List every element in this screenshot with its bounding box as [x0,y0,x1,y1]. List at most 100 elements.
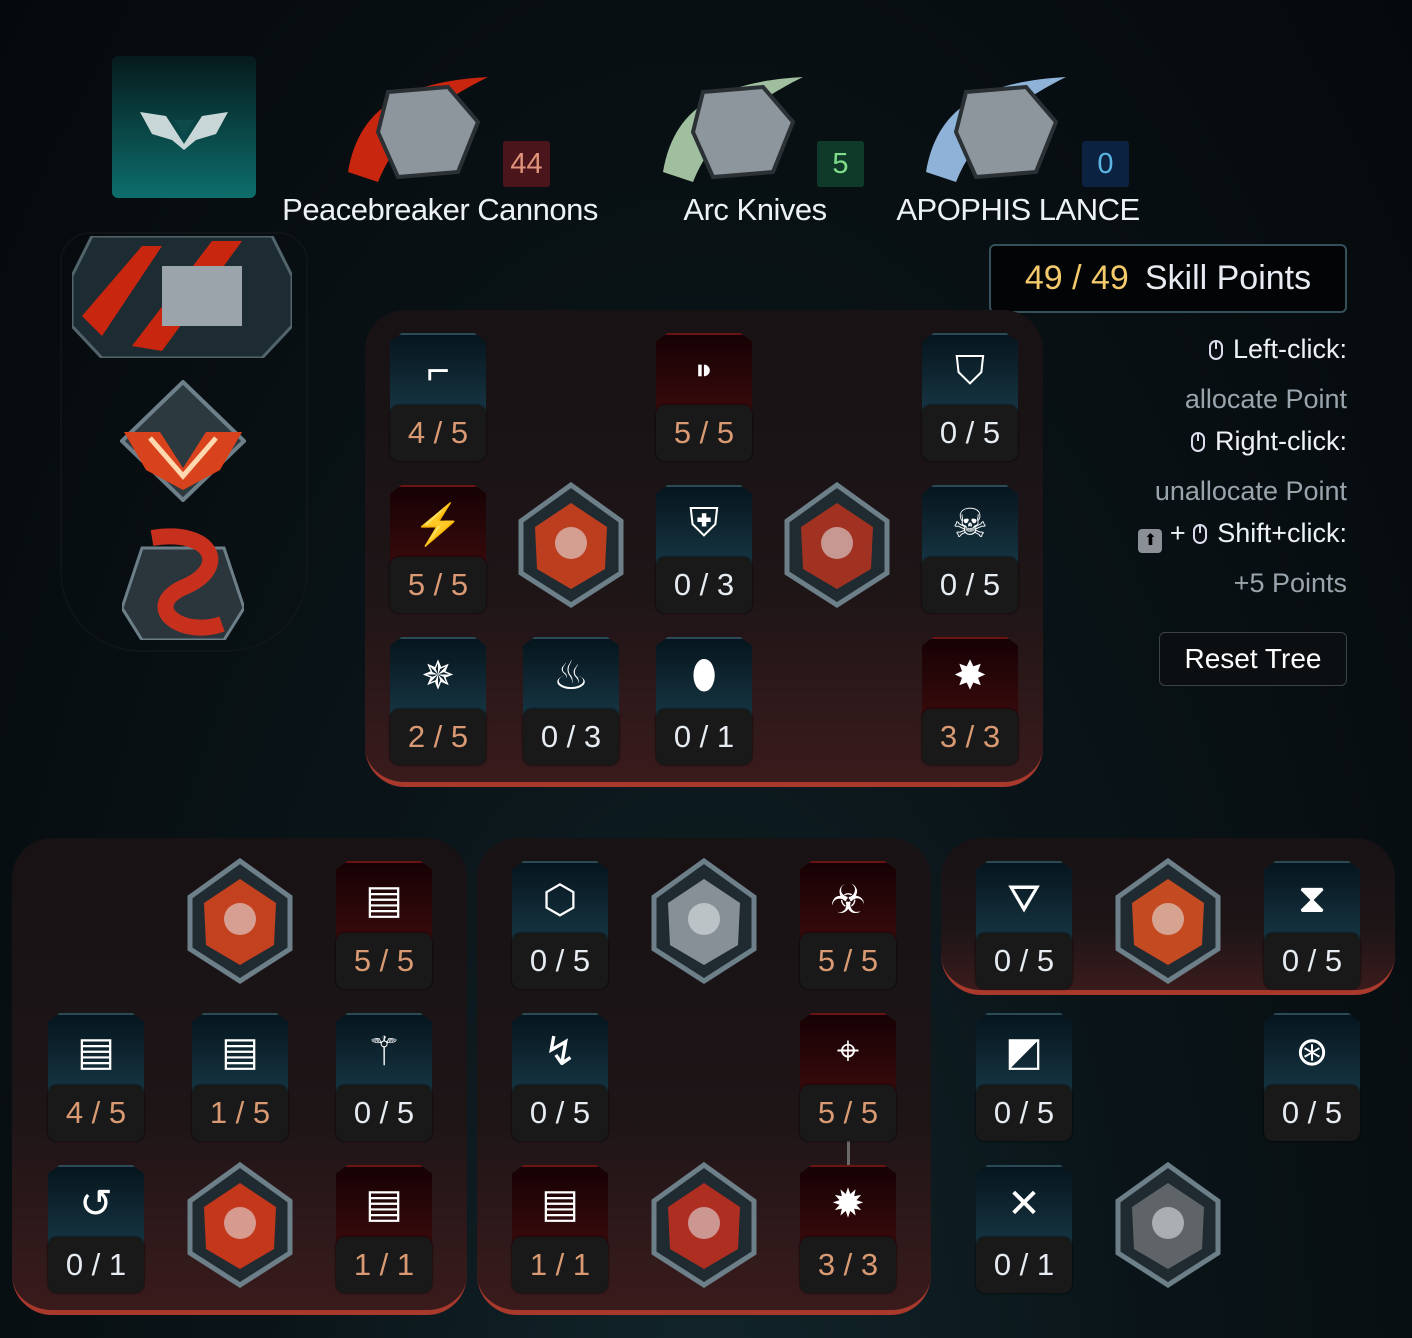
shield-icon: ⛨ [656,485,752,571]
skill-node[interactable]: ☠0 / 5 [922,485,1018,613]
skill-node[interactable]: ♨0 / 3 [523,637,619,765]
skill-rank: 1 / 1 [336,1237,432,1293]
skill-node[interactable]: ▤1 / 1 [336,1165,432,1293]
skill-rank: 1 / 1 [512,1237,608,1293]
hint-key: Right-click: [1214,426,1347,456]
skill-rank: 0 / 5 [512,933,608,989]
fox-mask-icon: ✕ [976,1165,1072,1251]
skill-node[interactable]: ◩0 / 5 [976,1013,1072,1141]
shells-up-icon: ▤ [336,861,432,947]
skill-node[interactable]: ⌐4 / 5 [390,333,486,461]
weapon-tab-2[interactable] [908,72,1128,192]
skill-node[interactable]: ✹3 / 3 [800,1165,896,1293]
weapon-tab-0[interactable] [330,72,550,192]
hint-left-desc: allocate Point [1184,384,1347,414]
skill-node[interactable]: ▤1 / 5 [192,1013,288,1141]
skill-node[interactable]: ↯0 / 5 [512,1013,608,1141]
selected-serpent-icon [122,528,244,640]
skill-node[interactable]: ↺0 / 1 [48,1165,144,1293]
skill-rank: 5 / 5 [656,405,752,461]
skill-node[interactable]: ⛨0 / 3 [656,485,752,613]
skill-node[interactable]: ⧗0 / 5 [1264,861,1360,989]
skill-rank: 0 / 1 [48,1237,144,1293]
ability-node[interactable] [1106,857,1230,985]
core-icon [1115,857,1221,984]
skill-node[interactable]: ⬡0 / 5 [512,861,608,989]
skill-node[interactable]: ✵2 / 5 [390,637,486,765]
hint-shift-click: ⬆ + Shift+click: [1138,518,1347,553]
mech-blades-icon [663,77,803,182]
weapon-tab-1[interactable] [645,72,865,192]
dodge-icon: ⚚ [336,1013,432,1099]
shells-gear-icon: ▤ [512,1165,608,1251]
canister-icon: ⬡ [512,861,608,947]
weapon-name[interactable]: Arc Knives [683,192,827,227]
skill-rank: 5 / 5 [336,933,432,989]
skill-rank: 0 / 5 [1264,933,1360,989]
reset-tree-button[interactable]: Reset Tree [1159,632,1347,686]
fire-swirl-icon: ↺ [48,1165,144,1251]
skill-rank: 5 / 5 [800,1085,896,1141]
hint-key: Shift+click: [1217,518,1347,548]
wing-split-icon: ◩ [976,1013,1072,1099]
hint-left-click: Left-click: [1208,334,1347,365]
mech-cannon-icon [348,77,488,182]
skill-node[interactable]: ⬮0 / 1 [656,637,752,765]
skill-points-value: 49 / 49 [1024,259,1129,297]
skill-points-counter: 49 / 49 Skill Points [989,244,1347,313]
skill-node[interactable]: ▤4 / 5 [48,1013,144,1141]
ability-node[interactable] [642,1161,766,1289]
skill-rank: 5 / 5 [800,933,896,989]
skill-node[interactable]: ⌖5 / 5 [800,1013,896,1141]
skill-node[interactable]: ⊛0 / 5 [1264,1013,1360,1141]
shells-ammo-icon: ▤ [192,1013,288,1099]
ability-node[interactable] [775,481,899,609]
skill-rank: 0 / 1 [656,709,752,765]
skill-node[interactable]: ⚡5 / 5 [390,485,486,613]
skill-rank: 0 / 1 [976,1237,1072,1293]
skill-rank: 0 / 5 [922,405,1018,461]
hint-right-click: Right-click: [1190,426,1347,457]
skill-node[interactable]: ⛉0 / 5 [922,333,1018,461]
crosshair-bolt-icon: ⌖ [800,1013,896,1099]
weapon-name[interactable]: APOPHIS LANCE [896,192,1140,227]
ability-node[interactable] [178,1161,302,1289]
selected-v-emblem-icon [120,380,246,502]
selected-weapon-portrait [72,236,292,358]
skill-rank: 2 / 5 [390,709,486,765]
skill-node[interactable]: ⛛0 / 5 [976,861,1072,989]
class-emblem[interactable] [112,56,256,198]
skill-node[interactable]: ▤5 / 5 [336,861,432,989]
skill-node[interactable]: ⁍5 / 5 [656,333,752,461]
skill-rank: 0 / 3 [656,557,752,613]
v-emblem-icon [518,481,624,608]
mouse-icon [1208,340,1223,360]
ability-node[interactable] [509,481,633,609]
fire-orb-icon [187,857,293,984]
skill-node[interactable]: ✸3 / 3 [922,637,1018,765]
skill-node[interactable]: ✕0 / 1 [976,1165,1072,1293]
node-connector [847,1136,850,1166]
locked-spire-icon [1115,1161,1221,1288]
ability-node[interactable] [1106,1161,1230,1289]
wing-emblem-icon [140,112,228,150]
weapon-name[interactable]: Peacebreaker Cannons [282,192,598,227]
pistol-icon: ⌐ [390,333,486,419]
flame-figure-icon: ♨ [523,637,619,723]
grenade-icon: ⬮ [656,637,752,723]
plus-sign: + [1169,518,1186,548]
grenade-teeth-icon [784,481,890,608]
shells-fire-icon: ▤ [48,1013,144,1099]
skill-rank: 0 / 5 [976,1085,1072,1141]
skill-node[interactable]: ☣5 / 5 [800,861,896,989]
skill-node[interactable]: ⚚0 / 5 [336,1013,432,1141]
skill-rank: 5 / 5 [390,557,486,613]
skill-node[interactable]: ▤1 / 1 [512,1165,608,1293]
skill-rank: 0 / 5 [336,1085,432,1141]
ability-node[interactable] [178,857,302,985]
skill-rank: 3 / 3 [922,709,1018,765]
skill-rank: 3 / 3 [800,1237,896,1293]
mech-lance-icon [926,77,1066,182]
ability-node[interactable] [642,857,766,985]
skill-rank: 4 / 5 [390,405,486,461]
